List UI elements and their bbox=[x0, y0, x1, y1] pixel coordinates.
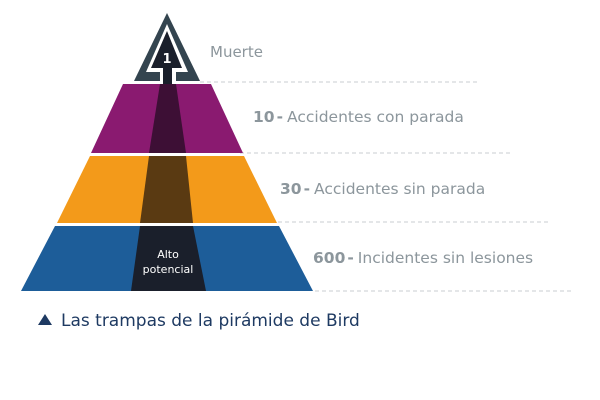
arrow-shaft-band-3 bbox=[131, 226, 206, 291]
level-3-text: Incidentes sin lesiones bbox=[357, 249, 534, 267]
caption: Las trampas de la pirámide de Bird bbox=[38, 311, 360, 331]
label-muerte-text: Muerte bbox=[210, 43, 263, 61]
apex-number: 1 bbox=[162, 52, 171, 67]
level-2-text: Accidentes sin parada bbox=[314, 180, 486, 198]
label-level-3: 600-Incidentes sin lesiones bbox=[313, 249, 534, 267]
level-2-number: 30 bbox=[280, 180, 302, 198]
level-1-text: Accidentes con parada bbox=[287, 108, 464, 126]
arrow-shaft-band-2 bbox=[140, 156, 193, 223]
arrow-label-line1: Alto bbox=[157, 248, 179, 261]
level-3-number: 600 bbox=[313, 249, 346, 267]
arrow-shaft-band-1 bbox=[149, 84, 186, 153]
level-1-number: 10 bbox=[253, 108, 275, 126]
label-level-2: 30-Accidentes sin parada bbox=[280, 180, 486, 198]
triangle-icon bbox=[38, 314, 52, 325]
arrow-head-inner bbox=[151, 31, 182, 84]
label-level-1: 10-Accidentes con parada bbox=[253, 108, 464, 126]
caption-text: Las trampas de la pirámide de Bird bbox=[61, 311, 360, 331]
arrow-label-line2: potencial bbox=[143, 263, 194, 276]
label-muerte: Muerte bbox=[210, 45, 263, 60]
